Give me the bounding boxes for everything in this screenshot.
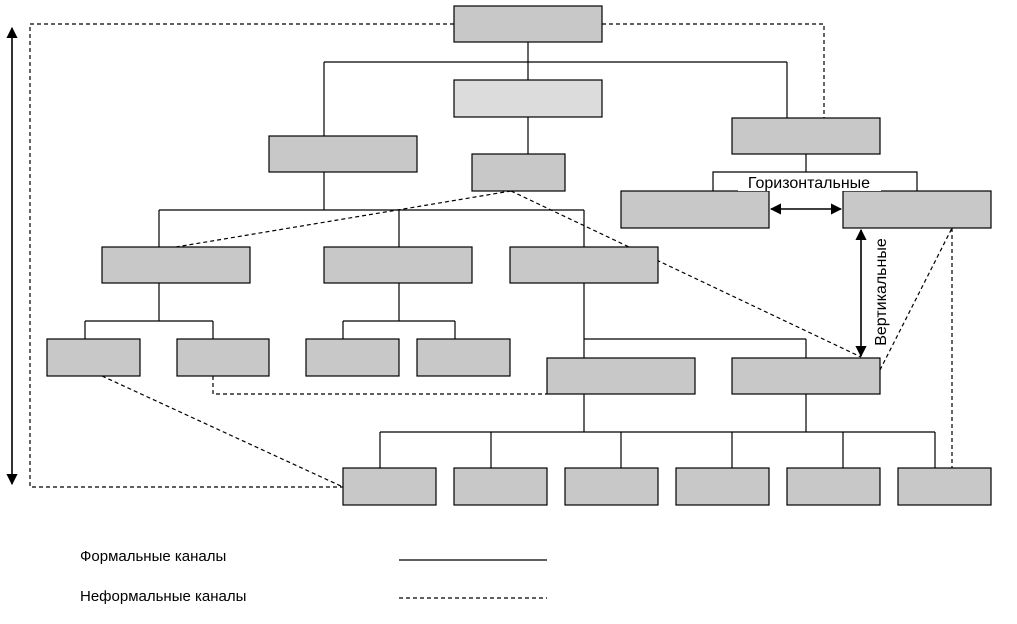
legend-formal-label: Формальные каналы xyxy=(80,548,226,565)
staff-box xyxy=(453,79,603,118)
assistant-box xyxy=(471,153,566,192)
bottom-box-1 xyxy=(342,467,437,506)
org-boxes xyxy=(46,5,992,506)
level4-box-2 xyxy=(176,338,270,377)
horizontal-right-box xyxy=(842,190,992,229)
level2-right-box xyxy=(731,117,881,155)
level3-box-3 xyxy=(509,246,659,284)
bottom-box-2 xyxy=(453,467,548,506)
level4-box-4 xyxy=(416,338,511,377)
level4-box-6 xyxy=(731,357,881,395)
bottom-box-4 xyxy=(675,467,770,506)
informal-channels xyxy=(29,23,953,488)
formal-channels xyxy=(84,42,936,468)
legend: Формальные каналы Неформальные каналы xyxy=(80,548,547,605)
bottom-box-5 xyxy=(786,467,881,506)
level2-left-box xyxy=(268,135,418,173)
bottom-box-6 xyxy=(897,467,992,506)
legend-informal-label: Неформальные каналы xyxy=(80,588,246,605)
horizontal-label-bg xyxy=(738,173,881,191)
vertical-label: Вертикальные xyxy=(873,238,890,346)
bottom-box-3 xyxy=(564,467,659,506)
horizontal-label: Горизонтальные xyxy=(748,175,870,192)
horizontal-left-box xyxy=(620,190,770,229)
level3-box-2 xyxy=(323,246,473,284)
level4-box-1 xyxy=(46,338,141,377)
level3-box-1 xyxy=(101,246,251,284)
level4-box-3 xyxy=(305,338,400,377)
top-manager-box xyxy=(453,5,603,43)
level4-box-5 xyxy=(546,357,696,395)
